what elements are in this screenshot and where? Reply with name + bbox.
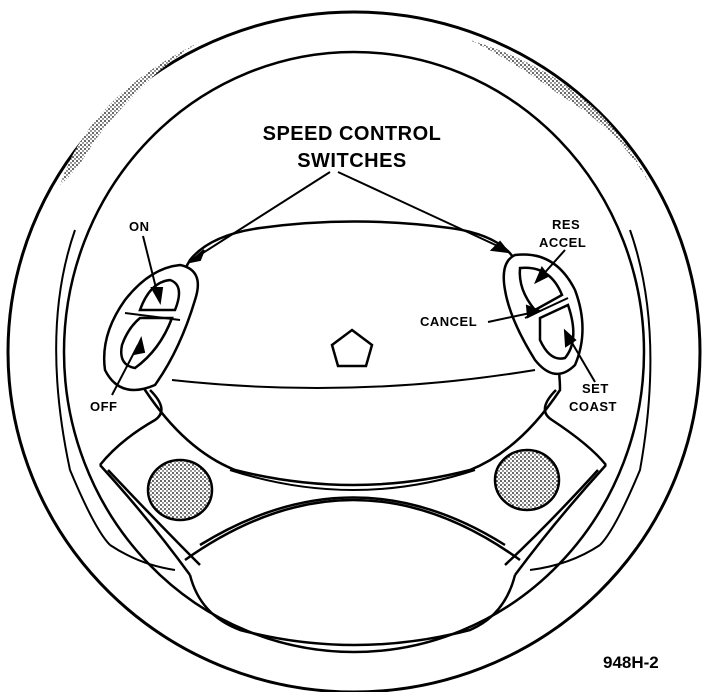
title-leader-lines — [186, 171, 511, 264]
label-off: OFF — [90, 399, 118, 414]
steering-wheel-rim — [6, 10, 702, 692]
label-cancel: CANCEL — [420, 314, 478, 329]
label-res: RES — [552, 217, 581, 232]
label-accel: ACCEL — [539, 235, 587, 250]
spoke-trim — [99, 389, 607, 647]
left-horn-button — [146, 458, 214, 522]
label-coast: COAST — [569, 399, 617, 414]
right-switch-housing — [502, 253, 584, 375]
pentastar-emblem — [330, 328, 374, 368]
diagram-title-line1: SPEED CONTROL — [262, 123, 442, 145]
rim-shading — [60, 40, 650, 185]
rim-grip-lines — [55, 229, 652, 571]
figure-id: 948H-2 — [603, 653, 659, 672]
label-leader-lines — [111, 235, 596, 396]
left-switch-housing — [103, 263, 200, 392]
label-on: ON — [129, 219, 150, 234]
right-horn-button — [493, 448, 561, 512]
label-set: SET — [582, 381, 609, 396]
diagram-title-line2: SWITCHES — [297, 150, 407, 172]
